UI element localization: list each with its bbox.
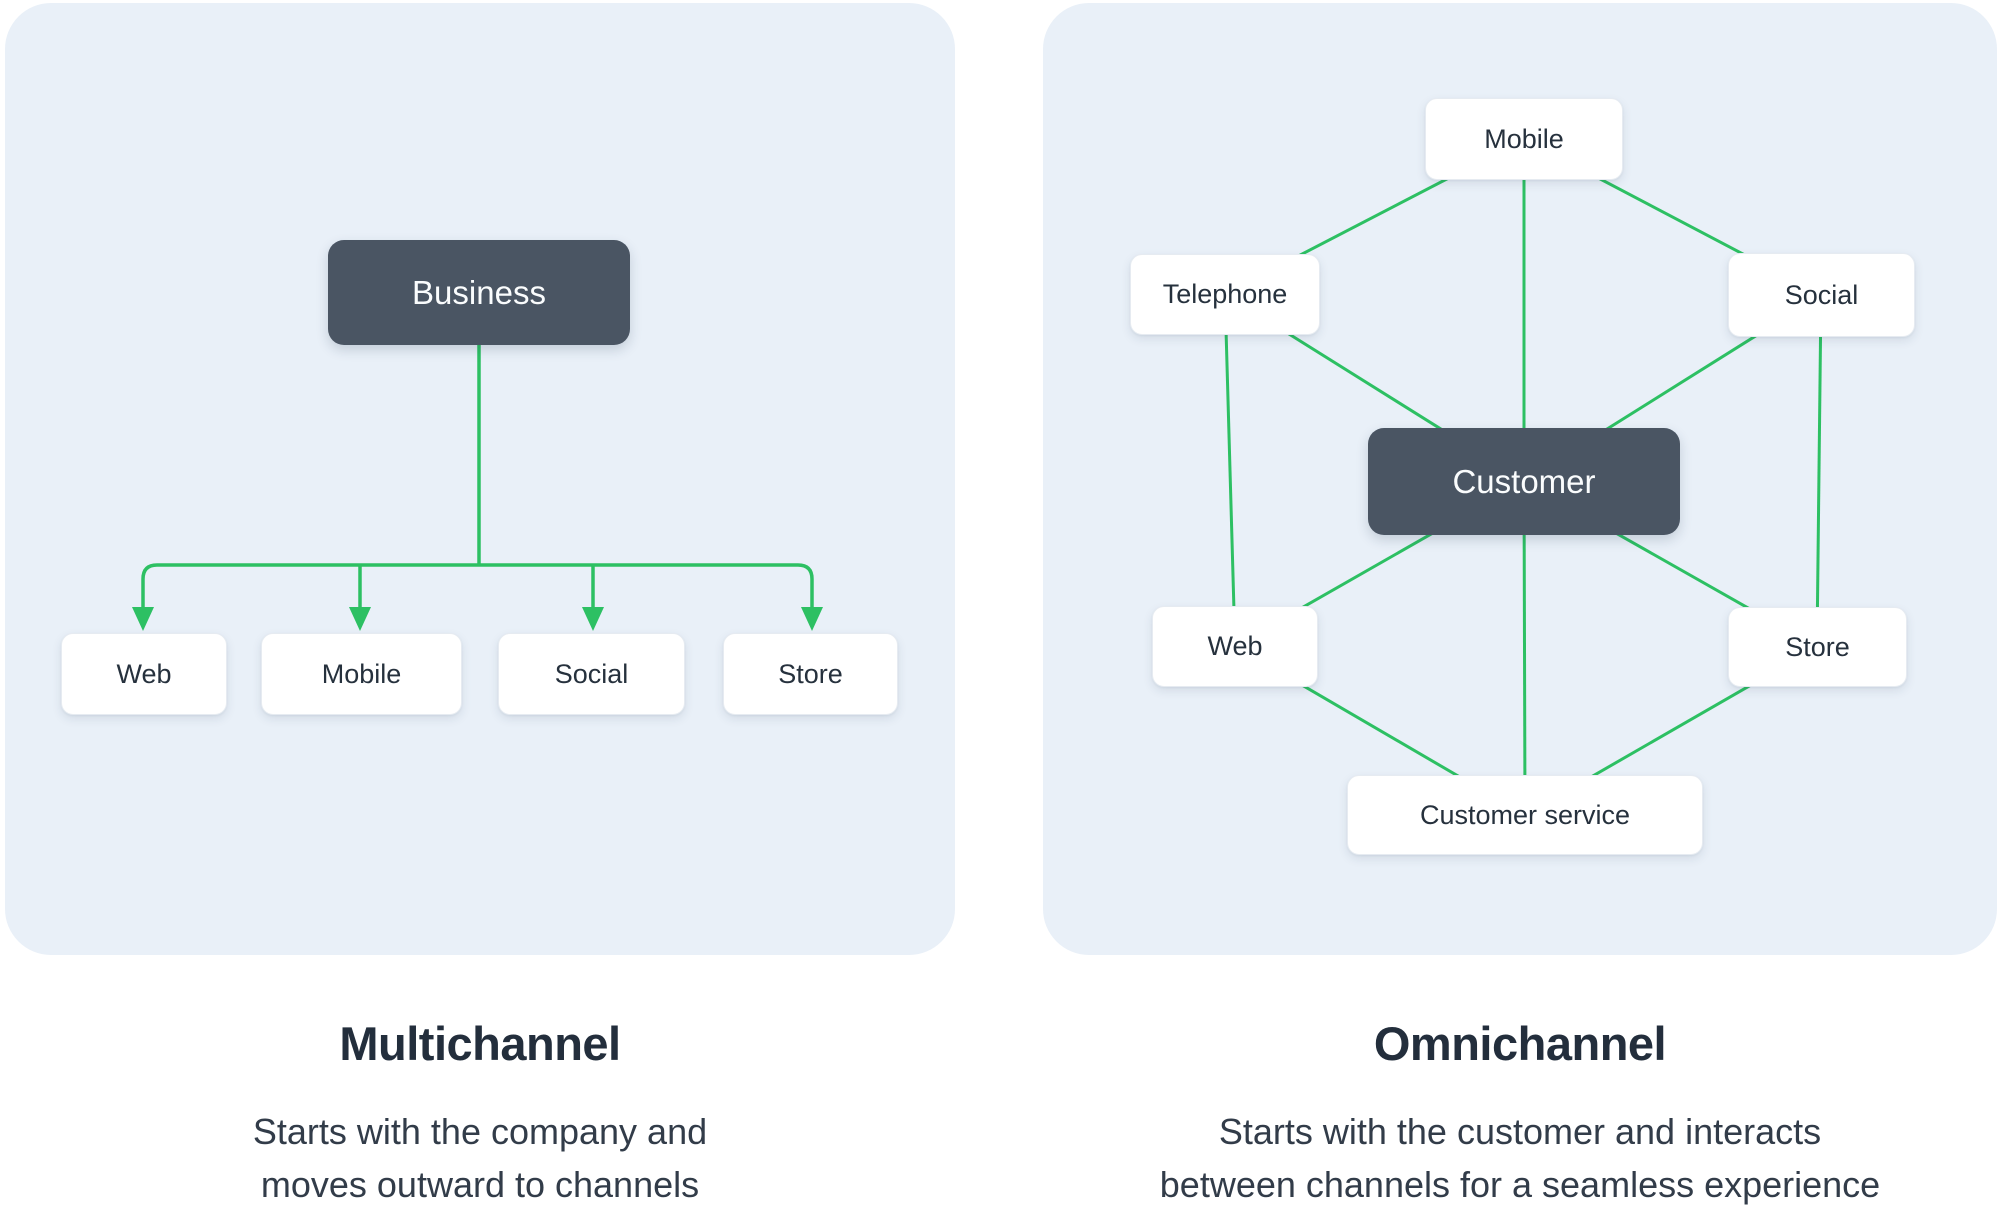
omnichannel-panel: Mobile Telephone Social Customer Web Sto… [1043,3,1997,955]
omnichannel-caption: Omnichannel Starts with the customer and… [1043,1016,1997,1212]
edge-telephone-web [1223,293,1237,647]
multichannel-title: Multichannel [339,1017,621,1070]
node-web-omni: Web [1152,606,1318,687]
node-social: Social [498,633,685,715]
arrowhead-social [582,607,604,631]
node-customer: Customer [1368,428,1680,535]
arrowhead-mobile [349,607,371,631]
arrowhead-store [801,607,823,631]
arrowhead-web [132,607,154,631]
omnichannel-description-line-2: between channels for a seamless experien… [1159,1164,1881,1206]
multichannel-panel: Business Web Mobile Social Store [5,3,955,955]
node-mobile: Mobile [261,633,462,715]
multichannel-description: Starts with the company and moves outward… [5,1105,955,1212]
omnichannel-description: Starts with the customer and interacts be… [1043,1105,1997,1212]
node-store-omni: Store [1728,607,1907,687]
edge-customer-service-customer [1522,480,1527,816]
node-telephone: Telephone [1130,254,1320,335]
multichannel-caption: Multichannel Starts with the company and… [5,1016,955,1212]
edge-social-store [1815,294,1823,648]
multichannel-connector-lines [132,345,823,631]
node-social-omni: Social [1728,253,1915,337]
omnichannel-description-line-1: Starts with the customer and interacts [1218,1111,1822,1152]
node-business: Business [328,240,630,345]
node-store: Store [723,633,898,715]
node-web: Web [61,633,227,715]
node-mobile-omni: Mobile [1425,98,1623,180]
multichannel-description-line-2: moves outward to channels [260,1164,700,1206]
node-customer-service: Customer service [1347,775,1703,855]
multichannel-description-line-1: Starts with the company and [252,1111,708,1152]
omnichannel-title: Omnichannel [1373,1017,1667,1070]
edge-distributor [141,563,814,611]
